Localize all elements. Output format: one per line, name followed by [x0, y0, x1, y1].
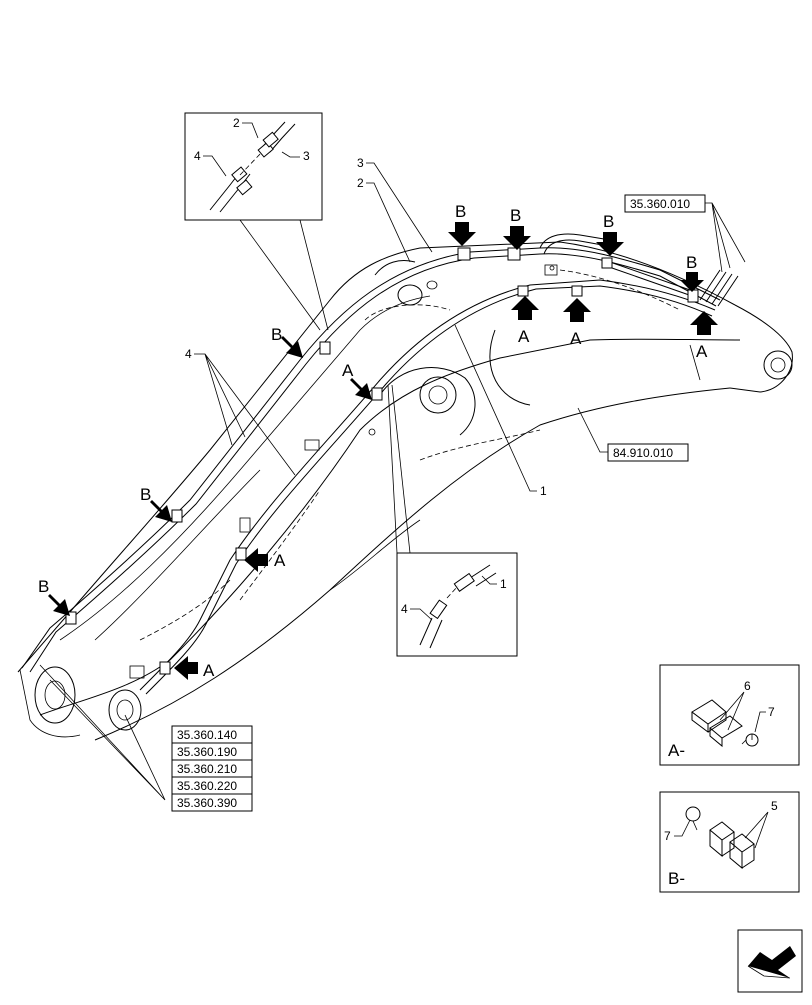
b-arrow-left-2: B [140, 485, 172, 522]
b-arrow-left-3: B [38, 577, 70, 616]
ref-list-item: 35.360.220 [177, 779, 237, 793]
callout-1: 1 [540, 484, 547, 498]
detail-b-callout-5: 5 [771, 799, 778, 813]
detail-b-callout-7: 7 [664, 829, 671, 843]
detail-view-a: A- 6 7 [659, 664, 800, 766]
b-arrow-top-1: B [448, 202, 476, 246]
a-arrow-3: A [690, 311, 718, 361]
clamp-marker-arrows: B B B B B B B A [38, 202, 718, 680]
detail-inset-top: 2 3 4 [184, 112, 329, 331]
a-arrow-2: A [563, 298, 591, 348]
ref-list: 35.360.140 35.360.190 35.360.210 35.360.… [171, 725, 253, 812]
callout-3: 3 [357, 156, 364, 170]
ref-list-item: 35.360.140 [177, 728, 237, 742]
callout-2: 2 [357, 176, 364, 190]
a-marker-label: A [696, 342, 708, 361]
ref-list-item: 35.360.190 [177, 745, 237, 759]
b-marker-label: B [455, 202, 466, 221]
callout-4: 4 [185, 347, 192, 361]
a-marker-label: A [342, 361, 354, 380]
detail-a-callout-6: 6 [744, 679, 751, 693]
b-marker-label: B [140, 485, 151, 504]
a-marker-label: A [274, 551, 286, 570]
detail-a-callout-7: 7 [768, 705, 775, 719]
boom-outline [17, 241, 793, 741]
inset-callout-1: 1 [500, 577, 507, 591]
hose-clamps [65, 247, 699, 675]
next-page-arrow-icon[interactable] [737, 929, 803, 993]
b-arrow-left-1: B [271, 325, 303, 358]
b-arrow-top-2: B [503, 206, 531, 250]
b-marker-label: B [271, 325, 282, 344]
b-marker-label: B [510, 206, 521, 225]
ref-upper-text: 35.360.010 [630, 197, 690, 211]
b-marker-label: B [603, 212, 614, 231]
a-arrow-1: A [511, 296, 539, 346]
item-callouts: 3 2 4 1 [39, 156, 547, 801]
detail-a-title: A- [668, 741, 685, 760]
b-arrow-top-4: B [680, 253, 704, 292]
detail-inset-middle: 1 4 [387, 384, 518, 657]
ref-list-item: 35.360.390 [177, 796, 237, 810]
ref-boom: 84.910.010 [577, 407, 689, 462]
inset-callout-4: 4 [194, 149, 201, 163]
a-arrow-5: A [244, 548, 286, 572]
detail-b-title: B- [668, 869, 685, 888]
inset-callout-4b: 4 [401, 602, 408, 616]
a-marker-label: A [570, 329, 582, 348]
inset-callout-3: 3 [303, 149, 310, 163]
a-arrow-4: A [342, 361, 372, 400]
a-marker-label: A [518, 327, 530, 346]
b-marker-label: B [686, 253, 697, 272]
detail-view-b: B- 5 7 [659, 791, 800, 893]
ref-list-item: 35.360.210 [177, 762, 237, 776]
ref-boom-text: 84.910.010 [613, 446, 673, 460]
inset-callout-2: 2 [233, 116, 240, 130]
hose-lines [21, 233, 739, 695]
a-arrow-6: A [174, 656, 215, 680]
a-marker-label: A [203, 661, 215, 680]
b-arrow-top-3: B [596, 212, 624, 256]
ref-upper: 35.360.010 [624, 194, 746, 273]
b-marker-label: B [38, 577, 49, 596]
